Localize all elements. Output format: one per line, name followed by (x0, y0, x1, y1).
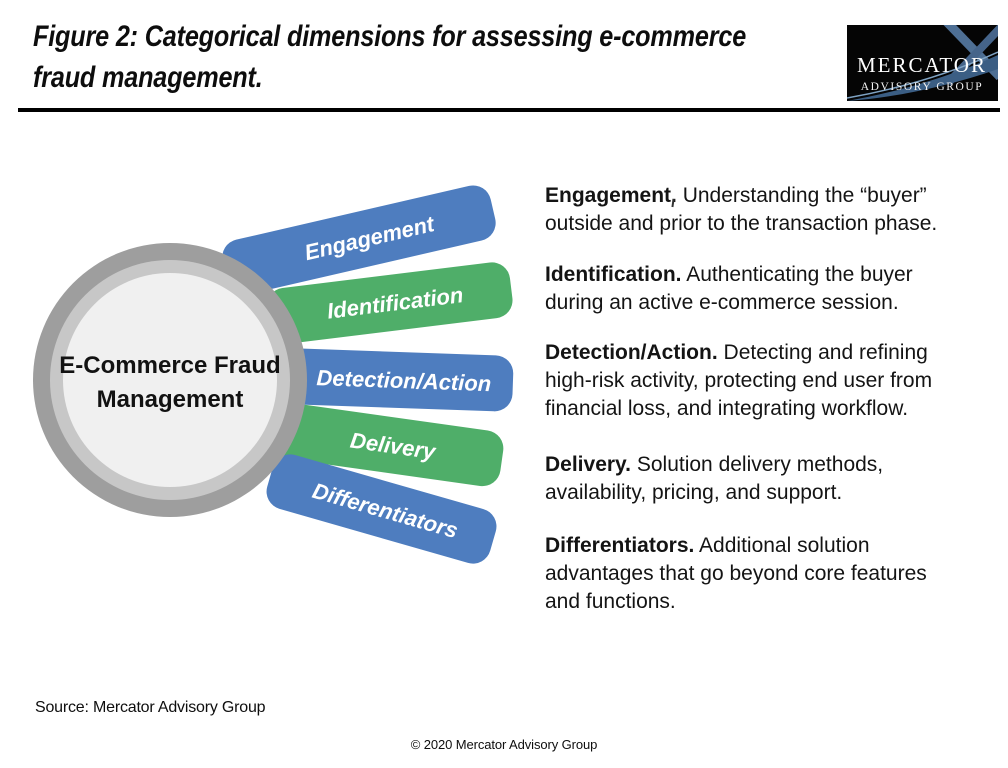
logo-subname: ADVISORY GROUP (861, 81, 984, 93)
hub-label-line2: Management (97, 386, 244, 413)
spoke-engagement-bar (222, 185, 496, 295)
copyright-note: © 2020 Mercator Advisory Group (410, 737, 598, 752)
desc-differentiators-text1: Additional solution (699, 534, 870, 557)
desc-engagement: Engagement. Understanding the “buyer” ou… (545, 182, 937, 238)
desc-delivery-text1: Solution delivery methods, (636, 453, 884, 476)
desc-detection-action-text1: Detecting and refining (723, 341, 928, 364)
spoke-detection-action-label: Detection/Action (316, 365, 492, 396)
desc-detection-action-lead: Detection/Action. (545, 341, 718, 364)
spoke-identification-bar (266, 262, 513, 344)
desc-engagement-lead: Engagement. (545, 184, 677, 207)
desc-differentiators-line2: advantages that go beyond core features (545, 562, 927, 585)
logo-bottom-swoosh-icon (846, 51, 999, 101)
spoke-delivery: Delivery (274, 403, 504, 487)
title-divider-rule (18, 108, 1000, 112)
source-note: Source: Mercator Advisory Group (35, 699, 266, 716)
hub-label-line1: E-Commerce Fraud (59, 352, 280, 379)
spoke-identification: Identification (266, 262, 513, 344)
figure-title: Figure 2: Categorical dimensions for ass… (33, 16, 746, 98)
desc-differentiators: Differentiators. Additional solution adv… (545, 532, 927, 616)
desc-identification-lead: Identification. (545, 263, 682, 286)
desc-detection-action-line1: Detection/Action. Detecting and refining (545, 339, 932, 367)
desc-delivery: Delivery. Solution delivery methods, ava… (545, 451, 883, 507)
spoke-detection-action: Detection/Action (284, 348, 514, 412)
desc-identification: Identification. Authenticating the buyer… (545, 261, 913, 317)
logo-name: MERCATOR (857, 53, 987, 77)
spoke-differentiators-bar (266, 454, 497, 564)
desc-identification-line2: during an active e-commerce session. (545, 291, 899, 314)
desc-detection-action-line2: high-risk activity, protecting end user … (545, 369, 933, 392)
spoke-detection-action-bar (284, 348, 514, 412)
desc-engagement-line2: outside and prior to the transaction pha… (545, 212, 938, 235)
mercator-logo: MERCATOR ADVISORY GROUP (846, 15, 1004, 101)
desc-detection-action: Detection/Action. Detecting and refining… (545, 339, 932, 423)
desc-differentiators-lead: Differentiators. (545, 534, 695, 557)
spoke-delivery-bar (274, 403, 504, 487)
mercator-logo-graphic: MERCATOR ADVISORY GROUP (846, 15, 1004, 101)
hub-face (63, 273, 277, 487)
desc-delivery-line1: Delivery. Solution delivery methods, (545, 451, 883, 479)
desc-identification-line1: Identification. Authenticating the buyer (545, 261, 913, 289)
figure-title-line2: fraud management. (33, 61, 263, 94)
desc-delivery-lead: Delivery. (545, 453, 631, 476)
desc-delivery-line2: availability, pricing, and support. (545, 481, 843, 504)
desc-identification-text1: Authenticating the buyer (686, 263, 913, 286)
desc-engagement-text1: Understanding the “buyer” (682, 184, 927, 207)
figure-title-line1: Figure 2: Categorical dimensions for ass… (33, 20, 747, 53)
desc-engagement-line1: Engagement. Understanding the “buyer” (545, 182, 937, 210)
desc-detection-action-line3: financial loss, and integrating workflow… (545, 397, 909, 420)
desc-differentiators-line3: and functions. (545, 590, 676, 613)
desc-differentiators-line1: Differentiators. Additional solution (545, 532, 927, 560)
